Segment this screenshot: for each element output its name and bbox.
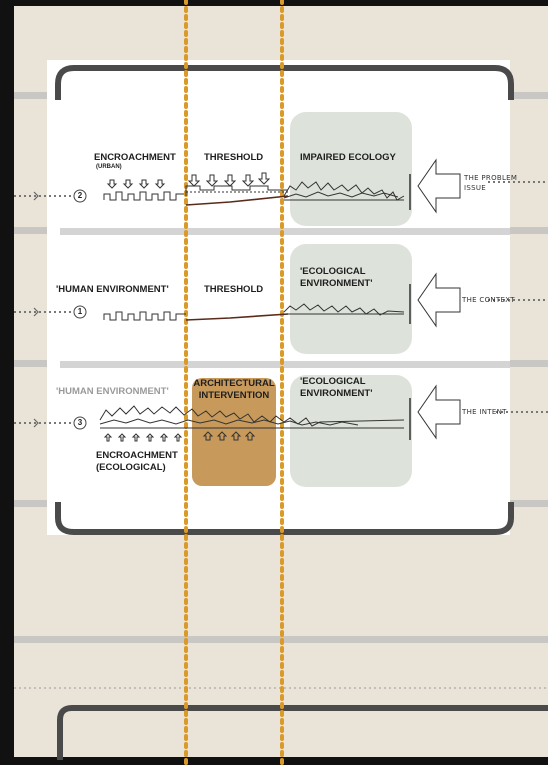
row-3-arrow-note: THE INTENT [462,408,507,416]
frame-top-bracket [55,65,514,100]
row-3-right-label-2: ENVIRONMENT' [300,388,373,399]
row-2-left-label: ENCROACHMENT [94,152,176,163]
row-1-right-label-2: ENVIRONMENT' [300,278,373,289]
right-connectors [488,181,548,413]
left-black-edge [0,0,14,765]
row-2-right-label: IMPAIRED ECOLOGY [300,152,396,163]
bottom-frame-corner [57,705,548,760]
row-1-number: 1 [77,307,83,316]
row-1-arrow-note: THE CONTEXT [462,296,515,304]
row-1-middle-label: THRESHOLD [204,284,264,295]
row-3-left-label: 'HUMAN ENVIRONMENT' [56,386,169,397]
row-1-left-label: 'HUMAN ENVIRONMENT' [56,284,169,295]
problem-arrow[interactable] [417,158,461,214]
row-2-arrow-note-2: ISSUE [464,184,486,192]
number-circles [73,189,87,430]
intervention-box [192,378,276,486]
ecology-box-row-1 [290,244,412,354]
left-arrowheads [33,191,39,428]
ecology-box-row-2 [290,112,412,226]
row-3-sketch [99,398,411,442]
ecology-box-row-3 [290,375,412,487]
row-separator-1 [60,228,510,235]
row-2-middle-label: THRESHOLD [204,152,264,163]
row-3-middle-label-1: ARCHITECTURAL [193,378,275,389]
row-3-bottom-label-2: (ECOLOGICAL) [96,462,166,473]
bottom-black-edge [0,757,548,765]
row-1-sketch [103,284,411,324]
encroachment-arrows-row-3 [103,431,256,442]
row-separator-2 [60,361,510,368]
row-3-number: 3 [77,418,83,427]
row-2-number: 2 [77,191,83,200]
row-2-left-sublabel: (URBAN) [96,164,122,170]
row-2-arrow-note-1: THE PROBLEM [464,174,518,182]
context-arrow[interactable] [417,272,461,328]
frame-bottom-bracket [55,502,514,535]
row-3-bottom-label-1: ENCROACHMENT [96,450,178,461]
top-black-edge [0,0,548,6]
row-2-sketch [103,172,411,210]
row-3-middle-label-2: INTERVENTION [198,390,270,401]
encroachment-arrows-row-2 [106,172,271,189]
row-3-right-label-1: 'ECOLOGICAL [300,376,366,387]
intent-arrow[interactable] [417,384,461,440]
row-1-right-label-1: 'ECOLOGICAL [300,266,366,277]
